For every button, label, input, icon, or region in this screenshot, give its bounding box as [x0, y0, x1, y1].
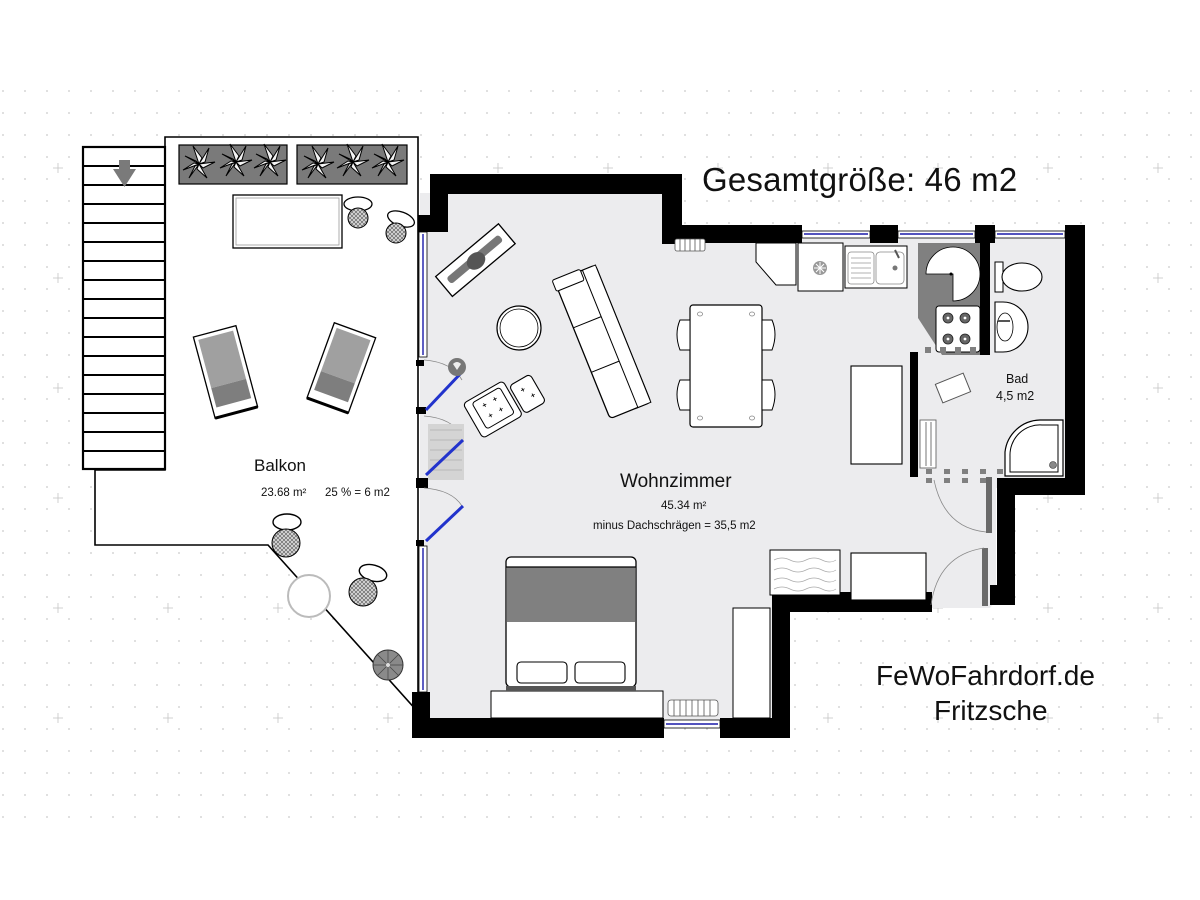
dining-table [689, 304, 763, 428]
sun-lounger [192, 324, 259, 420]
room-note-wohnzimmer: minus Dachschrägen = 35,5 m2 [593, 520, 756, 532]
parasol [372, 649, 404, 681]
room-label-wohnzimmer: Wohnzimmer [620, 471, 732, 492]
door-swing-icon [933, 477, 992, 533]
bath-mat [934, 372, 972, 404]
sofa [552, 264, 652, 419]
room-area-bad: 4,5 m2 [996, 389, 1035, 403]
door-swing-icon [423, 358, 466, 543]
double-bed [490, 556, 664, 719]
bathroom [918, 243, 1065, 533]
washbasin [994, 301, 1029, 353]
room-label-balkon: Balkon [254, 456, 306, 475]
radiator-icon [667, 238, 719, 717]
window-icon [418, 230, 1066, 729]
stairs-down-arrow-icon [113, 160, 136, 187]
shower-tray [1004, 419, 1064, 477]
shoe-cabinet [769, 549, 841, 596]
cabinet [850, 365, 903, 465]
footstool [510, 374, 545, 413]
kitchen [755, 242, 981, 355]
toilet [994, 261, 1043, 293]
outdoor-chair [271, 513, 302, 558]
tv-board [434, 222, 517, 298]
staircase [81, 145, 167, 471]
walls [412, 174, 1085, 738]
room-note-balkon: 25 % = 6 m2 [325, 487, 390, 499]
owner-label: Fritzsche [934, 695, 1048, 726]
room-area-wohnzimmer: 45.34 m² [661, 500, 707, 512]
wardrobe [732, 607, 771, 719]
outdoor-table [232, 194, 343, 249]
room-area-balkon: 23.68 m² [261, 487, 307, 499]
round-table [496, 305, 542, 351]
stove [935, 305, 981, 353]
outdoor-chair [348, 563, 388, 607]
room-label-bad: Bad [1006, 372, 1029, 386]
outdoor-chair [385, 210, 416, 244]
outdoor-chair [343, 196, 373, 229]
website-label: FeWoFahrdorf.de [876, 660, 1095, 691]
total-size-title: Gesamtgröße: 46 m2 [702, 161, 1018, 198]
towel-rail [919, 419, 937, 469]
balcony [81, 136, 419, 715]
side-table [287, 574, 331, 618]
armchair [463, 381, 522, 438]
entrance-door [930, 547, 988, 606]
dresser [850, 552, 927, 601]
sun-lounger [306, 321, 377, 415]
plant-box-icon [178, 143, 408, 185]
dining-chair [676, 319, 776, 411]
